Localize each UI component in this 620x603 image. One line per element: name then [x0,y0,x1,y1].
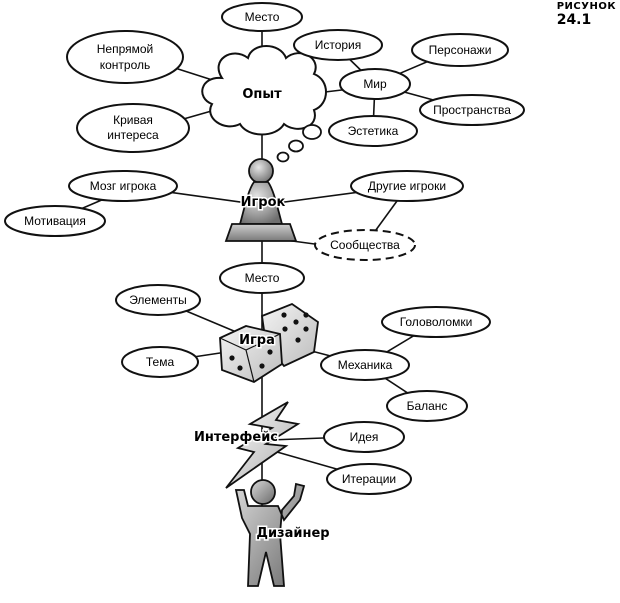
node-puzzles-label: Головоломки [400,315,473,329]
designer-figure: Дизайнер [234,479,331,587]
node-idea-label: Идея [350,430,379,444]
experience-label: Опыт [242,87,282,102]
designer-label: Дизайнер [256,526,329,541]
interface-label: Интерфейс [194,430,278,445]
node-place-top-label: Место [245,10,280,24]
node-interest-curve-label-1: Кривая [113,113,153,127]
nodes: Место Непрямой контроль История Персонаж… [4,2,525,495]
game-label: Игра [239,333,275,348]
node-theme-label: Тема [146,355,175,369]
node-idea: Идея [323,421,405,453]
node-iterations-label: Итерации [342,472,396,486]
node-iterations: Итерации [326,463,412,495]
game-dice: Игра [219,302,319,384]
node-history-label: История [315,38,362,52]
node-indirect-control: Непрямой контроль [66,30,184,84]
node-indirect-control-label-2: контроль [100,58,151,72]
node-puzzles: Головоломки [381,306,491,338]
node-theme: Тема [121,346,199,378]
node-elements-label: Элементы [129,293,187,307]
figure-label: РИСУНОК 24.1 [556,1,616,28]
figure-number: 24.1 [556,11,592,28]
node-balance-label: Баланс [407,399,448,413]
experience-cloud: Опыт [201,45,327,163]
node-other-players: Другие игроки [350,170,464,202]
figure-caption: РИСУНОК [556,1,616,12]
node-spaces: Пространства [419,94,525,126]
player-pawn: Игрок [224,158,298,242]
node-player-mind: Мозг игрока [68,170,178,202]
node-interest-curve: Кривая интереса [76,103,190,153]
node-indirect-control-label-1: Непрямой [97,42,154,56]
node-other-players-label: Другие игроки [368,179,446,193]
node-motivation: Мотивация [4,205,106,237]
node-characters-label: Персонажи [429,43,492,57]
node-motivation-label: Мотивация [24,214,86,228]
interface-bolt: Интерфейс [192,401,301,489]
node-communities: Сообщества [314,229,416,261]
node-aesthetics: Эстетика [328,115,418,147]
node-history: История [293,29,383,61]
node-place-mid: Место [219,262,305,294]
player-label: Игрок [241,195,286,210]
node-aesthetics-label: Эстетика [348,124,399,138]
node-characters: Персонажи [411,33,509,67]
node-mechanics: Механика [320,349,410,381]
node-balance: Баланс [386,390,468,422]
node-player-mind-label: Мозг игрока [90,179,157,193]
node-interest-curve-label-2: интереса [107,128,159,142]
node-spaces-label: Пространства [433,103,511,117]
node-world-label: Мир [363,77,387,91]
node-elements: Элементы [115,284,201,316]
node-mechanics-label: Механика [338,358,393,372]
node-place-mid-label: Место [245,271,280,285]
node-world: Мир [339,68,411,100]
node-place-top: Место [221,2,303,32]
node-communities-label: Сообщества [330,238,400,252]
